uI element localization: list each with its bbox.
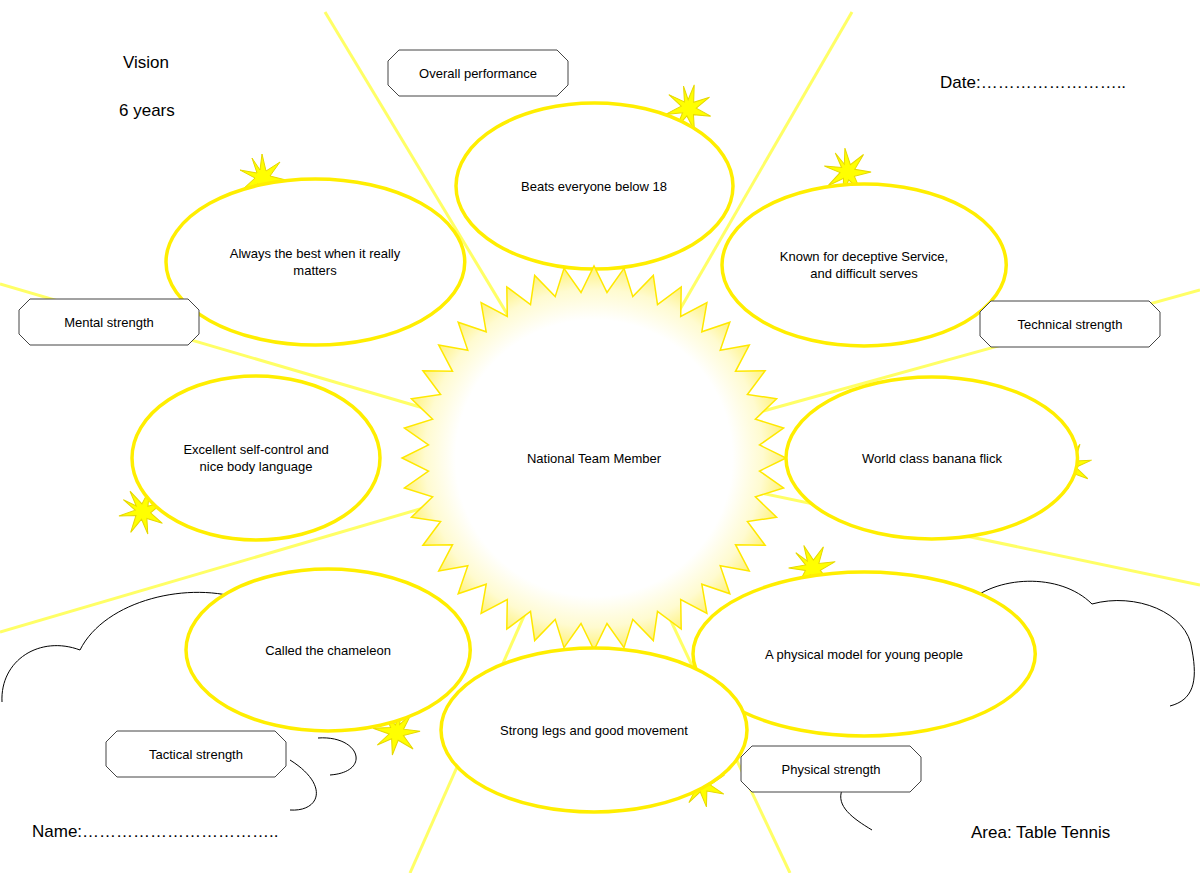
category-tag: Technical strength xyxy=(980,301,1160,347)
node-text: Beats everyone below 18 xyxy=(504,178,684,195)
page-label: Area: Table Tennis xyxy=(971,823,1110,843)
node-outline xyxy=(786,377,1078,539)
node-text: Always the best when it really matters xyxy=(218,245,413,279)
node-text: Technical strength xyxy=(995,316,1145,333)
node-text: Known for deceptive Service, and difficu… xyxy=(772,248,957,282)
page-label: Vision xyxy=(123,53,169,73)
category-tag: Physical strength xyxy=(741,746,921,792)
node-text: A physical model for young people xyxy=(752,646,977,663)
node-text: National Team Member xyxy=(494,450,694,467)
node-text: Physical strength xyxy=(756,761,906,778)
node-label: Overall performance xyxy=(403,65,553,82)
sun-rays xyxy=(0,12,1200,873)
vision-ellipse: Known for deceptive Service, and difficu… xyxy=(720,182,1008,348)
node-label: Known for deceptive Service, and difficu… xyxy=(772,248,957,282)
node-text: Tactical strength xyxy=(121,746,271,763)
node-outline xyxy=(388,50,568,96)
node-outline xyxy=(456,103,733,269)
vision-ellipse: Excellent self-control and nice body lan… xyxy=(130,374,382,542)
node-label: Beats everyone below 18 xyxy=(504,178,684,195)
node-text: Mental strength xyxy=(34,314,184,331)
node-label: National Team Member xyxy=(494,450,694,467)
star-burst xyxy=(111,79,1101,813)
node-shape xyxy=(720,182,1008,348)
vision-ellipse: Beats everyone below 18 xyxy=(454,101,735,271)
node-outline xyxy=(186,569,470,731)
page-label: Date:…………………….. xyxy=(940,73,1126,93)
node-label: World class banana flick xyxy=(837,450,1027,467)
node-shape xyxy=(130,374,382,542)
node-text: World class banana flick xyxy=(837,450,1027,467)
node-label: Always the best when it really matters xyxy=(218,245,413,279)
node-label: A physical model for young people xyxy=(752,646,977,663)
node-outline xyxy=(166,179,465,345)
node-outline xyxy=(741,746,921,792)
category-tag: Mental strength xyxy=(19,299,199,345)
node-label: Technical strength xyxy=(995,316,1145,333)
node-label: Excellent self-control and nice body lan… xyxy=(181,441,331,475)
node-outline xyxy=(106,731,286,777)
node-label: Mental strength xyxy=(34,314,184,331)
vision-ellipse: World class banana flick xyxy=(784,375,1080,541)
node-label: Physical strength xyxy=(756,761,906,778)
vision-ellipse: Always the best when it really matters xyxy=(164,177,467,347)
node-label: Tactical strength xyxy=(121,746,271,763)
node-outline xyxy=(402,266,786,650)
category-tag: Tactical strength xyxy=(106,731,286,777)
node-text: Excellent self-control and nice body lan… xyxy=(181,441,331,475)
node-outline xyxy=(980,301,1160,347)
vision-ellipse: Called the chameleon xyxy=(184,567,472,733)
node-text: Strong legs and good movement xyxy=(494,722,694,739)
node-outline xyxy=(132,376,380,540)
page-label: 6 years xyxy=(119,101,175,121)
node-outline xyxy=(722,184,1006,346)
sun-center: National Team Member xyxy=(399,263,789,653)
page-label: Name:…………………………….. xyxy=(32,822,279,842)
node-outline xyxy=(441,648,747,812)
node-label: Strong legs and good movement xyxy=(494,722,694,739)
node-shape xyxy=(164,177,467,347)
node-text: Overall performance xyxy=(403,65,553,82)
node-label: Called the chameleon xyxy=(236,642,421,659)
vision-ellipse: Strong legs and good movement xyxy=(439,646,749,814)
node-outline xyxy=(19,299,199,345)
node-text: Called the chameleon xyxy=(236,642,421,659)
category-tag: Overall performance xyxy=(388,50,568,96)
